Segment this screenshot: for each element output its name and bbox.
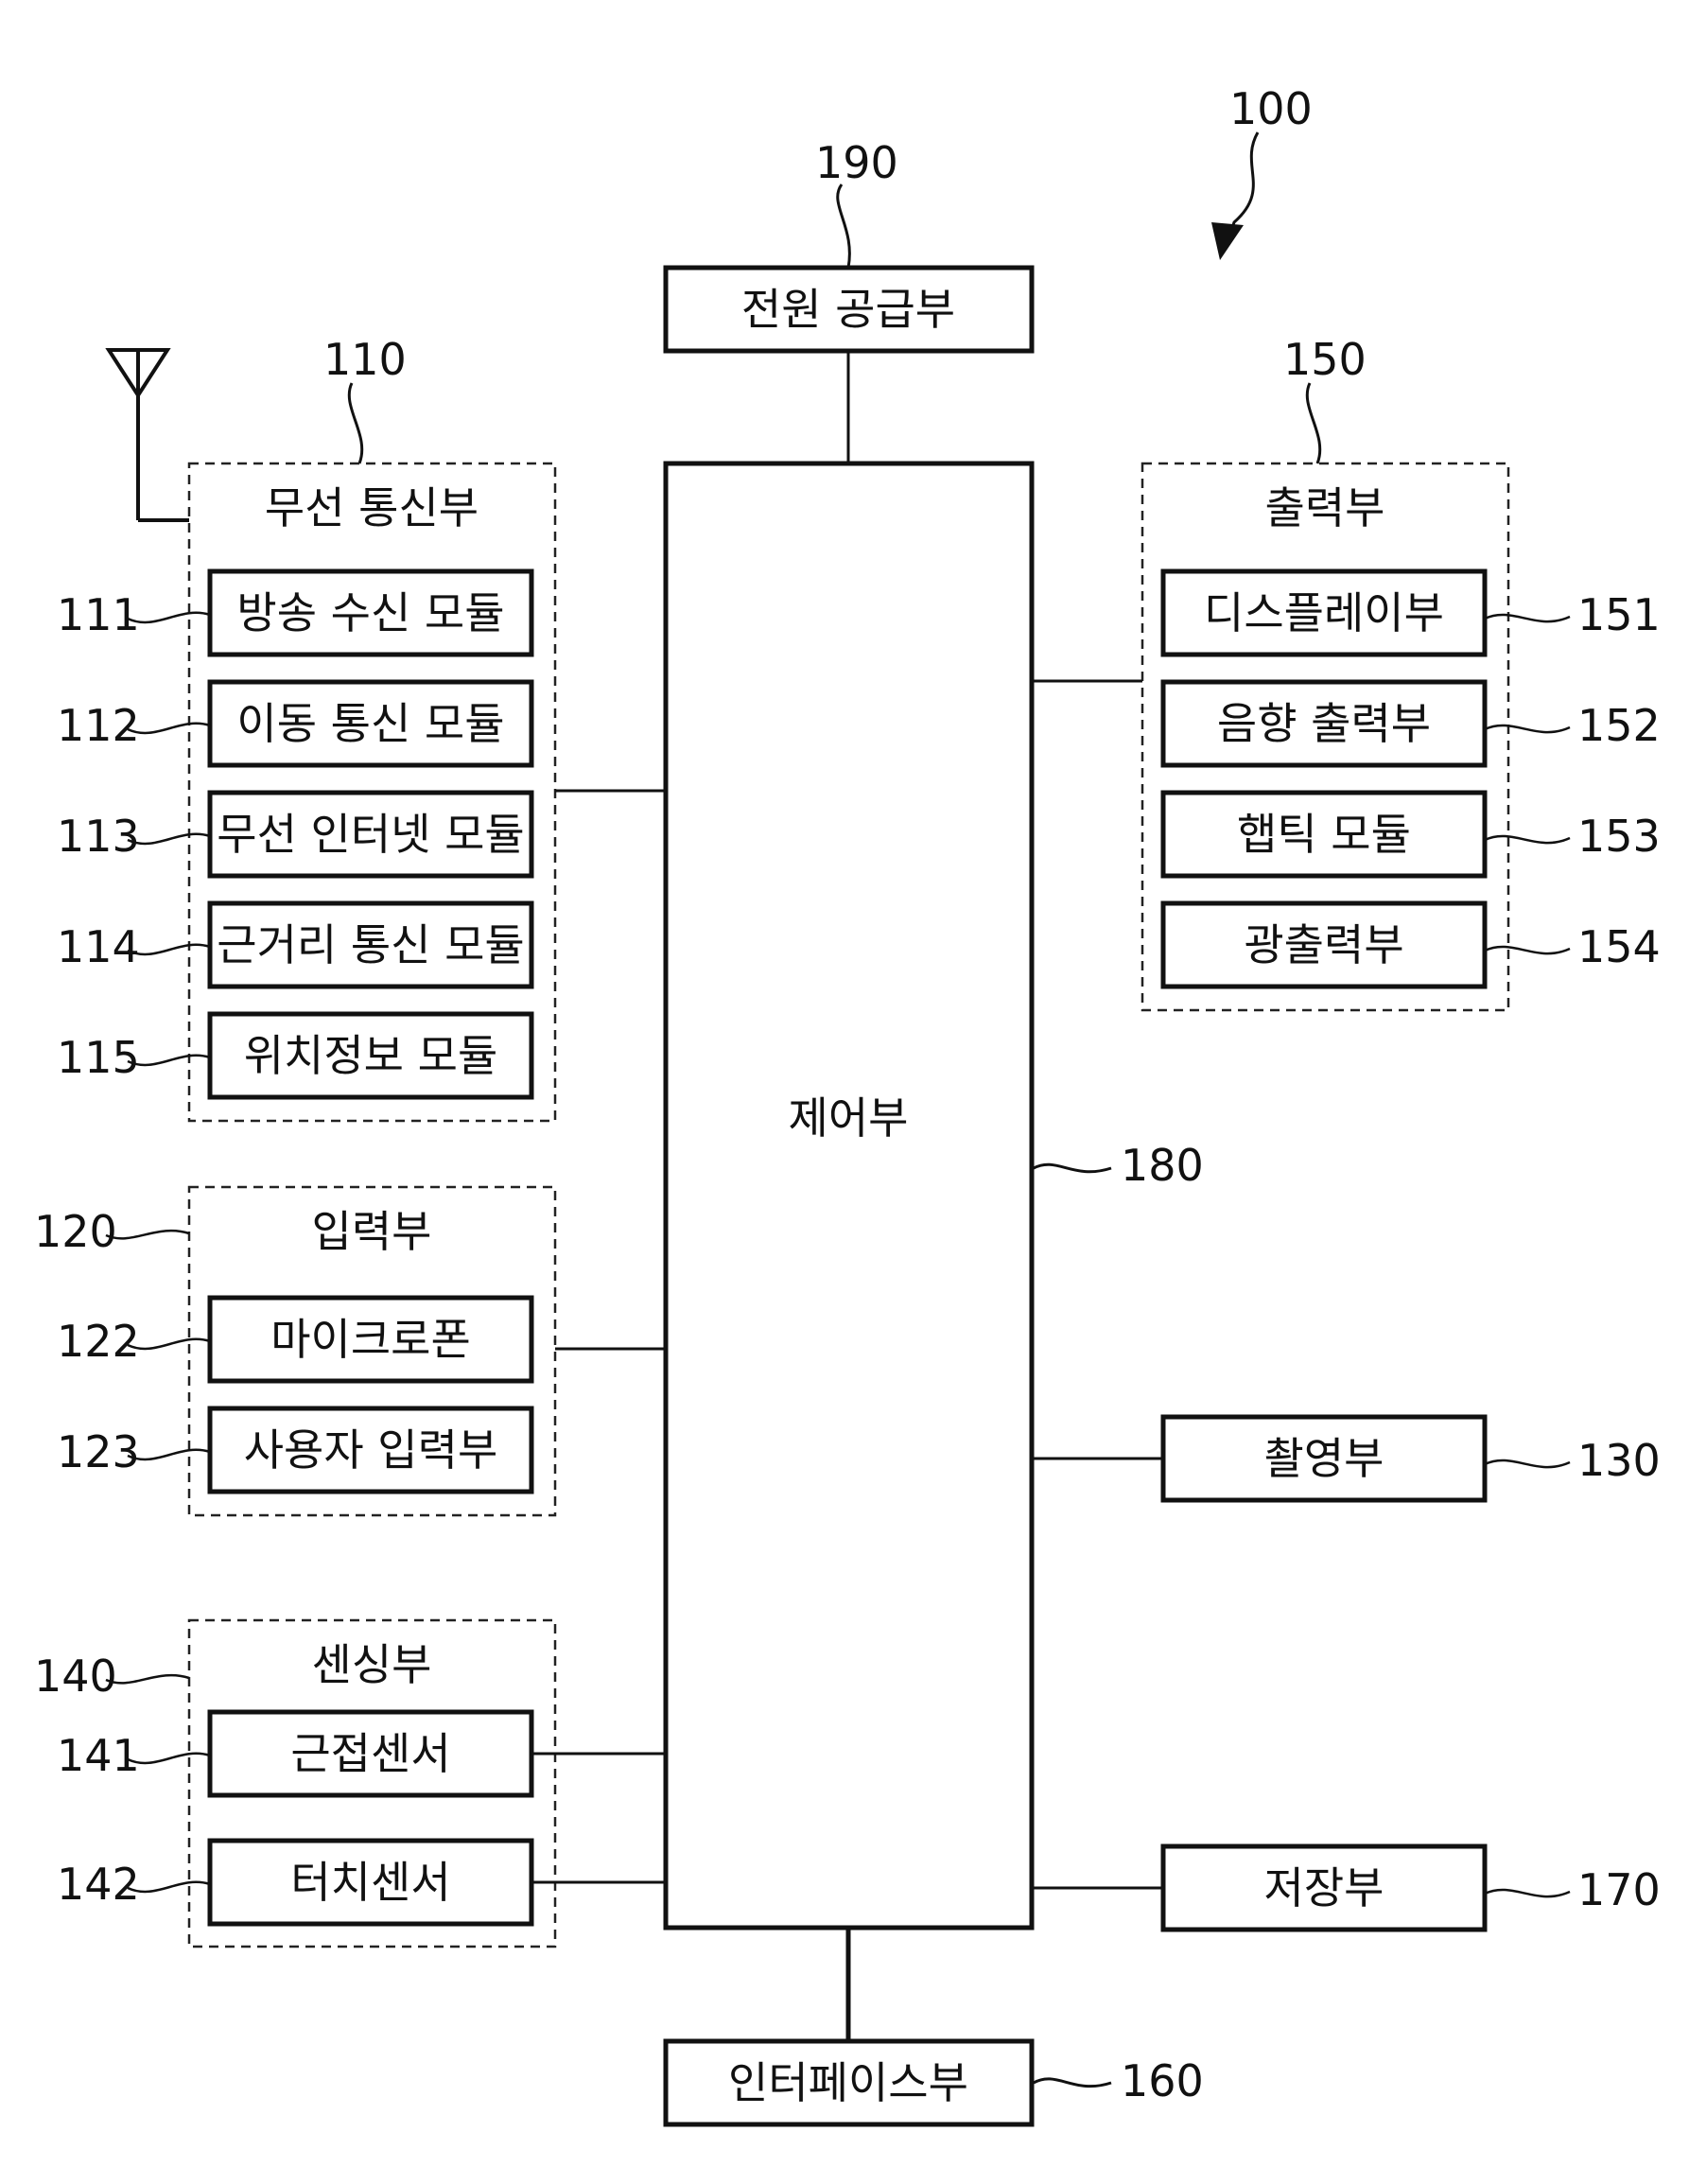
wireless-module-ref: 111 [57, 589, 140, 640]
interface-label: 인터페이스부 [728, 2057, 968, 2108]
output-module: 음향 출력부 152 [1163, 682, 1661, 765]
output-ref: 150 [1283, 334, 1367, 385]
wireless-module: 이동 통신 모듈 112 [57, 682, 531, 765]
wireless-leader [349, 383, 361, 463]
output-module-ref: 154 [1577, 921, 1661, 972]
storage-leader [1485, 1890, 1570, 1896]
output-module-ref: 152 [1577, 700, 1661, 751]
wireless-module-label: 무선 인터넷 모듈 [217, 809, 524, 860]
controller-leader [1034, 1164, 1111, 1172]
power-leader [838, 184, 850, 268]
wireless-module: 방송 수신 모듈 111 [57, 571, 531, 655]
input-module: 마이크로폰 122 [57, 1298, 531, 1381]
output-module-ref: 151 [1577, 589, 1661, 640]
input-module: 사용자 입력부 123 [57, 1408, 531, 1492]
output-module: 광출력부 154 [1163, 903, 1661, 987]
wireless-module: 무선 인터넷 모듈 113 [57, 793, 531, 876]
input-ref: 120 [34, 1206, 117, 1257]
figure-arrowhead [1211, 222, 1244, 260]
output-module-label: 음향 출력부 [1217, 698, 1431, 749]
output-title: 출력부 [1265, 482, 1385, 533]
wireless-module-ref: 113 [57, 811, 140, 862]
wireless-module-ref: 115 [57, 1032, 140, 1083]
sensing-module: 근접센서 141 [57, 1712, 666, 1795]
storage-ref: 170 [1577, 1864, 1661, 1915]
antenna-icon [109, 350, 189, 520]
input-title: 입력부 [312, 1206, 432, 1257]
wireless-module-ref: 112 [57, 700, 140, 751]
camera-leader [1485, 1460, 1570, 1467]
input-module-label: 마이크로폰 [270, 1314, 471, 1365]
sensing-module-label: 터치센서 [290, 1857, 450, 1908]
wireless-module-ref: 114 [57, 921, 140, 972]
sensing-title: 센싱부 [312, 1639, 432, 1690]
storage-label: 저장부 [1264, 1862, 1384, 1913]
wireless-module-label: 방송 수신 모듈 [236, 587, 504, 638]
wireless-module-label: 위치정보 모듈 [244, 1030, 498, 1081]
output-module-ref: 153 [1577, 811, 1661, 862]
output-module: 햅틱 모듈 153 [1163, 793, 1661, 876]
camera-ref: 130 [1577, 1435, 1661, 1486]
controller-ref: 180 [1121, 1140, 1204, 1191]
sensing-module: 터치센서 142 [57, 1841, 666, 1924]
sensing-leader [106, 1675, 189, 1683]
wireless-title: 무선 통신부 [265, 482, 479, 533]
controller-box [666, 463, 1032, 1928]
sensing-module-ref: 141 [57, 1730, 140, 1781]
power-ref: 190 [815, 137, 898, 188]
input-module-ref: 122 [57, 1316, 140, 1367]
figure-ref: 100 [1229, 83, 1313, 134]
controller-label: 제어부 [789, 1092, 909, 1144]
interface-leader [1034, 2079, 1111, 2087]
output-module-label: 광출력부 [1244, 919, 1403, 970]
sensing-module-ref: 142 [57, 1859, 140, 1910]
wireless-module-label: 이동 통신 모듈 [236, 698, 504, 749]
wireless-module-label: 근거리 통신 모듈 [217, 919, 524, 970]
output-module-label: 디스플레이부 [1204, 587, 1444, 638]
input-module-label: 사용자 입력부 [244, 1424, 498, 1476]
input-module-ref: 123 [57, 1426, 140, 1477]
camera-label: 촬영부 [1264, 1433, 1384, 1484]
wireless-ref: 110 [323, 334, 407, 385]
input-leader [106, 1231, 189, 1238]
sensing-module-label: 근접센서 [290, 1728, 450, 1779]
wireless-module: 근거리 통신 모듈 114 [57, 903, 531, 987]
power-label: 전원 공급부 [741, 284, 955, 335]
output-module: 디스플레이부 151 [1163, 571, 1661, 655]
interface-ref: 160 [1121, 2055, 1204, 2106]
wireless-module: 위치정보 모듈 115 [57, 1014, 531, 1097]
output-leader [1307, 383, 1319, 463]
output-module-label: 햅틱 모듈 [1237, 809, 1411, 860]
sensing-ref: 140 [34, 1651, 117, 1702]
figure-leader [1229, 132, 1258, 236]
